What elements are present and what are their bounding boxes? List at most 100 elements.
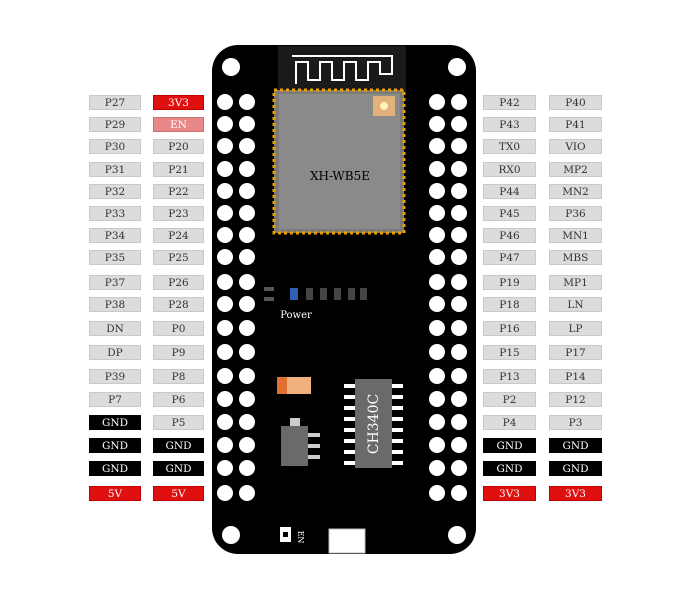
chip-pin (344, 417, 355, 421)
capacitor-end (277, 377, 287, 394)
pin-label: P17 (549, 345, 602, 360)
pin-label: P41 (549, 117, 602, 132)
header-hole (429, 116, 445, 132)
header-hole (429, 183, 445, 199)
header-hole (451, 320, 467, 336)
header-hole (217, 391, 233, 407)
header-hole (239, 274, 255, 290)
pin-label: P30 (89, 139, 141, 154)
pin-label: P20 (153, 139, 204, 154)
mounting-hole-top-left (222, 58, 240, 76)
pin-label: GND (549, 461, 602, 476)
module-label: XH-WB5E (310, 169, 370, 183)
mounting-hole-top-right (448, 58, 466, 76)
chip-pin (392, 450, 403, 454)
header-hole (429, 94, 445, 110)
pin-label: P33 (89, 206, 141, 221)
pin-label: P42 (483, 95, 536, 110)
header-hole (217, 460, 233, 476)
regulator-tab (290, 418, 300, 426)
pin-label: P31 (89, 162, 141, 177)
mounting-hole-bottom-left (222, 526, 240, 544)
header-hole (429, 460, 445, 476)
header-hole (451, 391, 467, 407)
pin-label: P40 (549, 95, 602, 110)
pin-label: DP (89, 345, 141, 360)
header-hole (451, 227, 467, 243)
pin-label: P43 (483, 117, 536, 132)
pin-label: P12 (549, 392, 602, 407)
pin-label: LN (549, 297, 602, 312)
header-hole (451, 249, 467, 265)
chip-pin (344, 428, 355, 432)
header-hole (451, 274, 467, 290)
header-hole (217, 116, 233, 132)
smd-pad (264, 297, 274, 301)
pin-label: GND (549, 438, 602, 453)
chip-pin (392, 417, 403, 421)
header-hole (217, 296, 233, 312)
chip-pin (344, 384, 355, 388)
pin-label: P4 (483, 415, 536, 430)
header-hole (217, 249, 233, 265)
header-hole (239, 94, 255, 110)
pin-label: P7 (89, 392, 141, 407)
header-hole (217, 274, 233, 290)
voltage-regulator (281, 426, 308, 466)
pin-label: P5 (153, 415, 204, 430)
pin-label: P36 (549, 206, 602, 221)
header-hole (239, 414, 255, 430)
header-hole (239, 116, 255, 132)
chip-label: CH340C (366, 394, 382, 454)
header-hole (239, 227, 255, 243)
smd-part (320, 288, 327, 300)
header-hole (451, 161, 467, 177)
pin-label: GND (483, 438, 536, 453)
chip-pin (344, 406, 355, 410)
pin-label: 5V (89, 486, 141, 501)
header-hole (429, 249, 445, 265)
header-hole (217, 485, 233, 501)
header-hole (217, 138, 233, 154)
header-hole (451, 138, 467, 154)
pin-label: MN2 (549, 184, 602, 199)
pin-label: MP2 (549, 162, 602, 177)
mounting-hole-bottom-right (448, 526, 466, 544)
smd-part (306, 288, 313, 300)
pin-label: P13 (483, 369, 536, 384)
header-hole (451, 368, 467, 384)
header-hole (451, 414, 467, 430)
pin-label: P6 (153, 392, 204, 407)
header-hole (239, 161, 255, 177)
smd-part (334, 288, 341, 300)
pin-label: VIO (549, 139, 602, 154)
header-hole (451, 460, 467, 476)
pcb-antenna-trace (292, 55, 393, 84)
header-hole (451, 437, 467, 453)
pin-label: P38 (89, 297, 141, 312)
pin-label: 3V3 (549, 486, 602, 501)
pin-label: P15 (483, 345, 536, 360)
usb-connector (328, 528, 366, 554)
header-hole (217, 437, 233, 453)
pin-label: P22 (153, 184, 204, 199)
pin-label: MP1 (549, 275, 602, 290)
header-hole (239, 205, 255, 221)
usb-chip-pins (344, 384, 403, 465)
regulator-pin (308, 455, 320, 459)
pin-label: P28 (153, 297, 204, 312)
header-hole (429, 274, 445, 290)
header-hole (451, 94, 467, 110)
chip-pin (392, 461, 403, 465)
power-label: Power (280, 310, 312, 321)
header-hole (429, 296, 445, 312)
pin-label: P19 (483, 275, 536, 290)
pin-label: GND (89, 461, 141, 476)
pin-label: GND (153, 461, 204, 476)
pin-label: P39 (89, 369, 141, 384)
header-hole (451, 116, 467, 132)
pin-label: P0 (153, 321, 204, 336)
chip-pin (392, 384, 403, 388)
header-hole (217, 205, 233, 221)
